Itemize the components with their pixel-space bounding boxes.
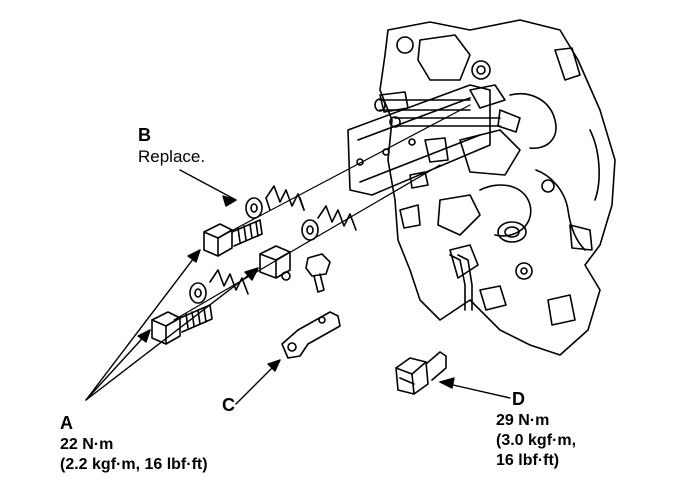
callout-letter-c: C bbox=[222, 395, 235, 415]
lower-bolt-a bbox=[151, 304, 213, 345]
callout-torque-a-line2: (2.2 kgf·m, 16 lbf·ft) bbox=[60, 456, 208, 473]
pressure-switch-d bbox=[395, 351, 447, 395]
cable-bracket-c bbox=[281, 311, 341, 359]
bracket-bolt bbox=[305, 253, 331, 293]
callout-torque-a-line1: 22 N·m bbox=[60, 436, 114, 453]
transmission-housing bbox=[379, 19, 616, 356]
upper-bolt-a bbox=[203, 219, 263, 257]
spring-middle bbox=[317, 205, 357, 231]
spring-upper bbox=[265, 185, 305, 211]
sealing-washer-middle bbox=[301, 219, 319, 241]
callout-note-b: Replace. bbox=[138, 147, 206, 166]
callout-torque-d-line1: 29 N·m bbox=[496, 412, 550, 429]
callout-arrows bbox=[85, 169, 511, 405]
callout-letter-b: B bbox=[138, 125, 151, 145]
callout-letter-d: D bbox=[512, 389, 525, 409]
sealing-washer-lower bbox=[189, 282, 207, 304]
callout-torque-d-line3: 16 lbf·ft) bbox=[496, 452, 560, 469]
sealing-washer-upper bbox=[245, 197, 263, 219]
valve-body-plate bbox=[347, 84, 491, 196]
spring-lower bbox=[209, 269, 249, 295]
middle-bolt bbox=[259, 245, 291, 279]
callout-letter-a: A bbox=[60, 413, 73, 433]
callout-torque-d-line2: (3.0 kgf·m, bbox=[496, 432, 577, 449]
small-ball bbox=[281, 271, 291, 281]
cooler-pipes bbox=[374, 98, 501, 311]
